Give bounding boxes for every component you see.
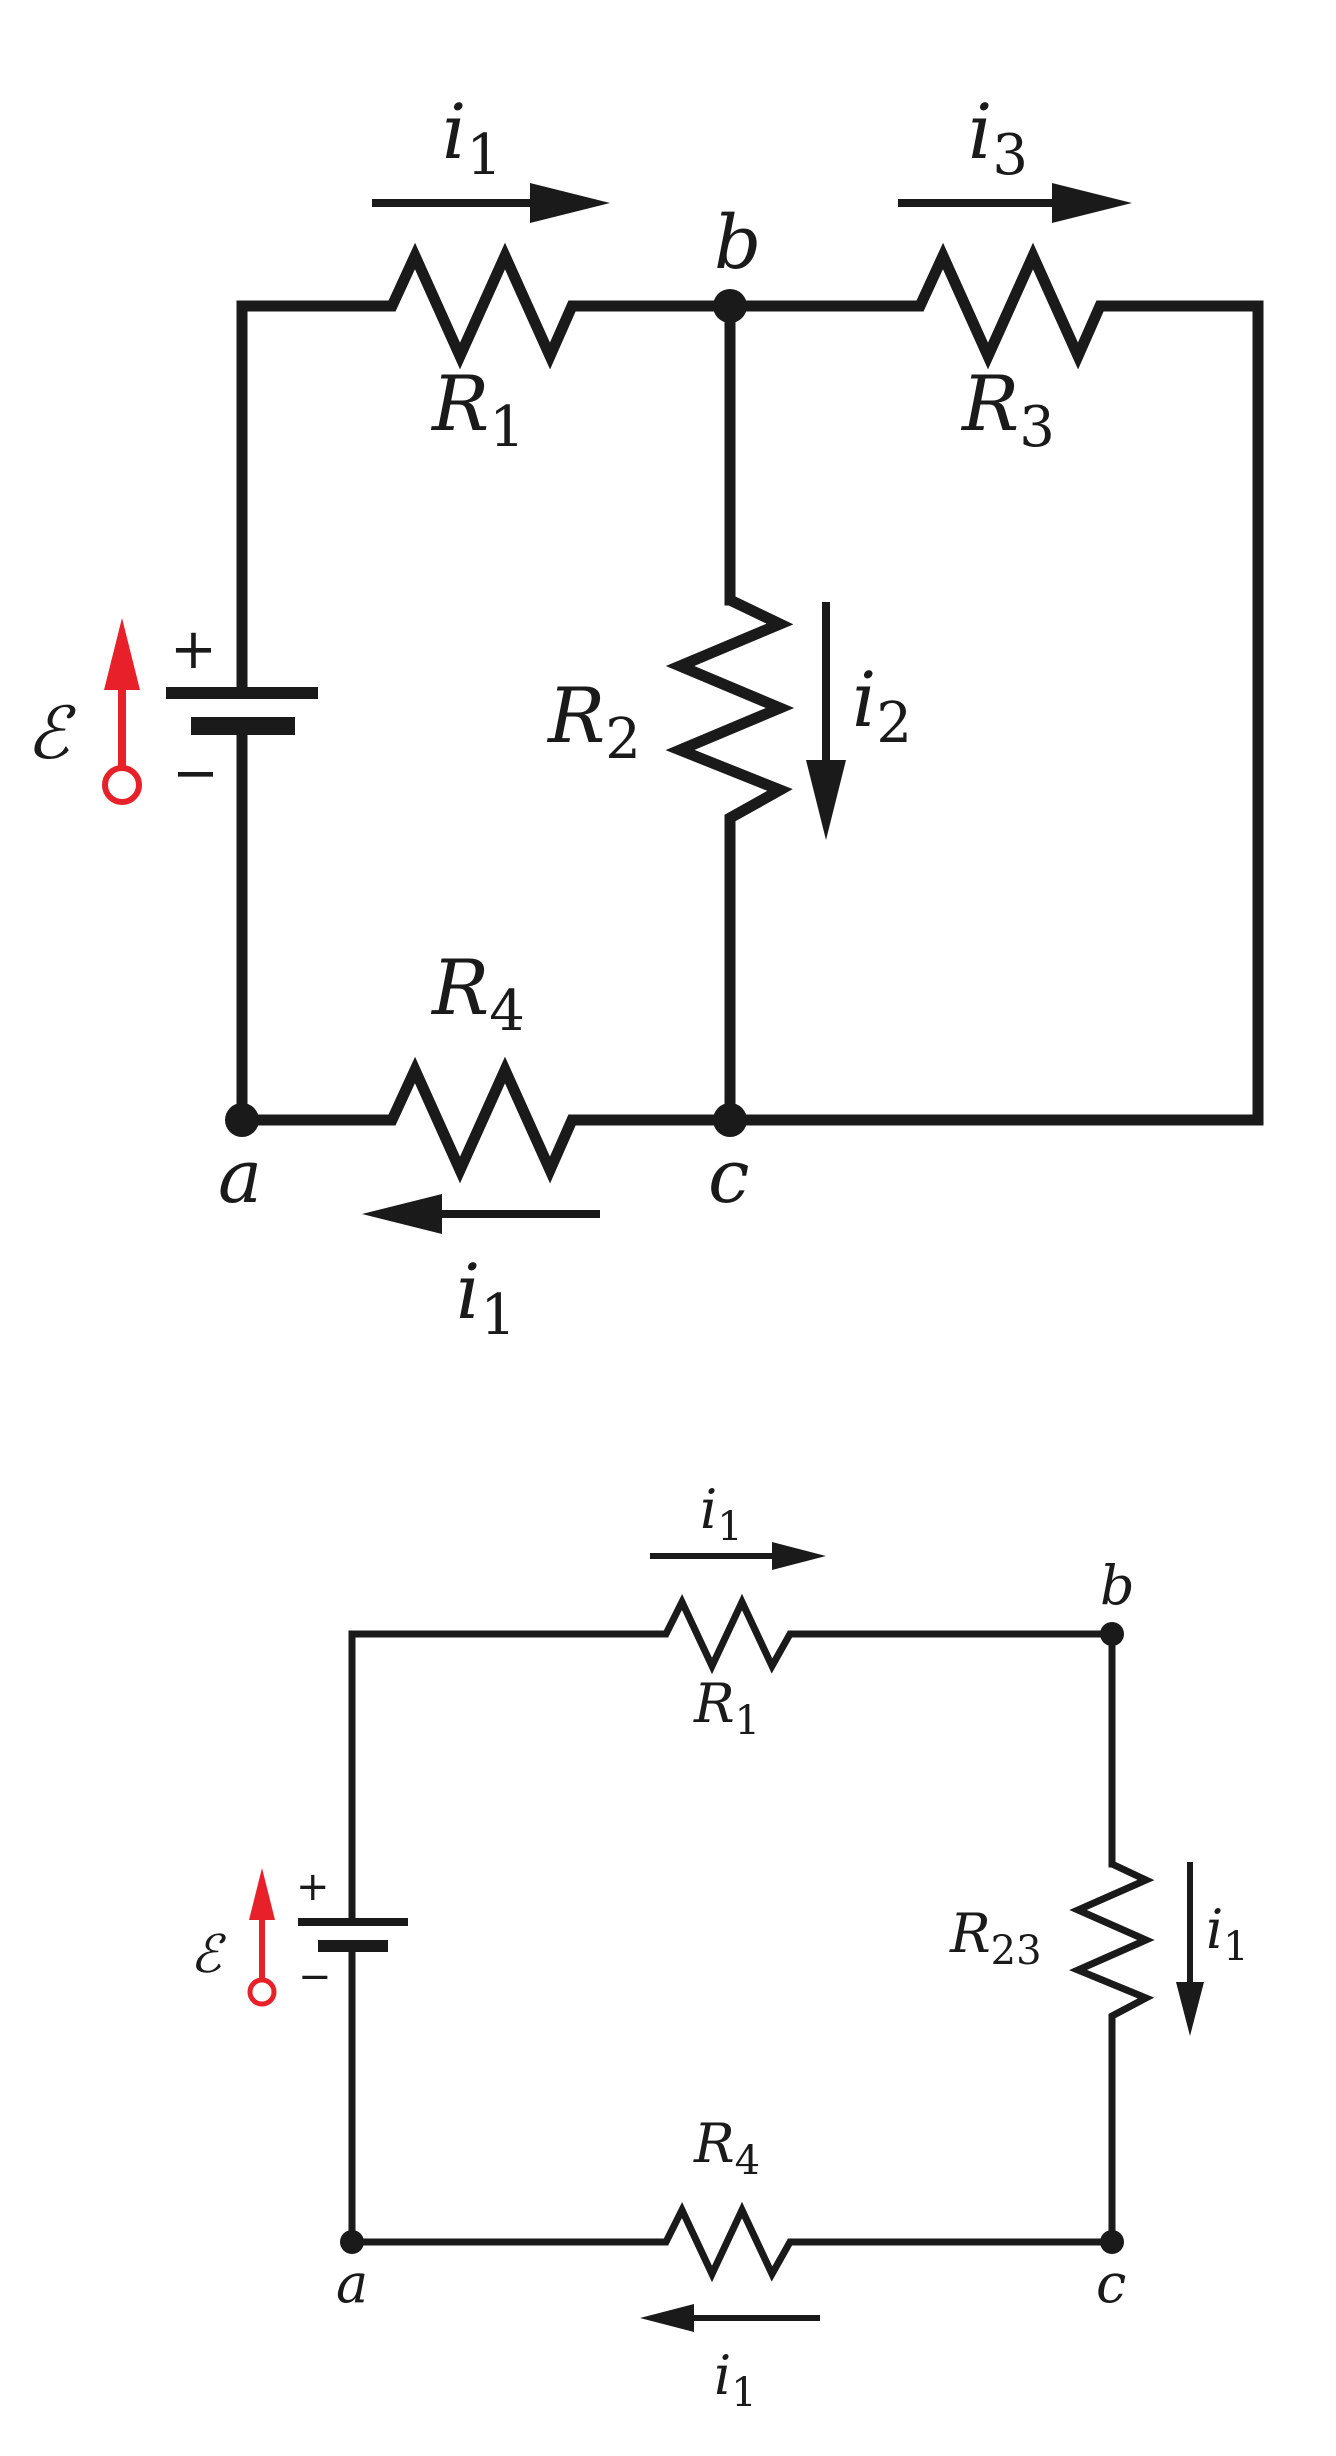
top-label-node-a: a bbox=[218, 1134, 262, 1220]
bottom-resistor-r23 bbox=[1069, 1860, 1155, 2026]
top-label-i1-top: i1 bbox=[442, 87, 502, 188]
bottom-label-node-a: a bbox=[336, 2252, 368, 2315]
bottom-resistor-r1 bbox=[652, 1593, 814, 1675]
bottom-node-c bbox=[1100, 2230, 1124, 2254]
top-label-minus: − bbox=[172, 741, 219, 806]
top-wire-r3-to-right bbox=[724, 300, 1264, 1126]
top-label-node-b: b bbox=[714, 200, 761, 286]
top-label-i2: i2 bbox=[852, 655, 912, 756]
top-label-r4: R4 bbox=[430, 943, 525, 1044]
top-label-emf: ℰ bbox=[26, 691, 76, 775]
top-label-i3: i3 bbox=[968, 87, 1028, 188]
top-circuit: R1 R3 R2 R4 i1 i3 i2 i1 a b c + − ℰ bbox=[26, 87, 1264, 1348]
top-label-r3: R3 bbox=[960, 359, 1055, 460]
bottom-resistor-r4 bbox=[652, 2201, 814, 2283]
top-arrow-i1-top-head bbox=[530, 183, 610, 223]
bottom-wire-left-lower bbox=[348, 1942, 656, 2246]
top-label-i1-bottom: i1 bbox=[456, 1247, 516, 1348]
top-resistor-r1 bbox=[372, 242, 592, 370]
top-label-r1: R1 bbox=[430, 359, 525, 460]
bottom-arrow-i1-right-head bbox=[1176, 1982, 1204, 2036]
bottom-label-i1-bottom: i1 bbox=[714, 2344, 757, 2416]
bottom-label-r4: R4 bbox=[693, 2112, 760, 2184]
bottom-label-plus: + bbox=[296, 1864, 330, 1910]
bottom-label-node-b: b bbox=[1100, 1554, 1135, 1617]
bottom-label-node-c: c bbox=[1096, 2252, 1126, 2315]
top-node-c bbox=[713, 1103, 747, 1137]
top-arrow-i2-head bbox=[806, 760, 846, 840]
top-arrow-i3-head bbox=[1052, 183, 1132, 223]
bottom-emf-arrow-head bbox=[249, 1868, 275, 1920]
top-wire-left-lower bbox=[236, 720, 378, 1126]
bottom-label-i1-right: i1 bbox=[1206, 1898, 1249, 1970]
top-label-plus: + bbox=[170, 617, 217, 682]
bottom-label-r23: R23 bbox=[949, 1902, 1042, 1974]
top-label-node-c: c bbox=[708, 1134, 749, 1220]
bottom-label-minus: − bbox=[298, 1954, 332, 2000]
bottom-wire-r1-to-b-to-r23 bbox=[810, 1630, 1116, 1868]
top-label-r2: R2 bbox=[546, 671, 641, 772]
bottom-label-i1-top: i1 bbox=[700, 1478, 743, 1550]
bottom-circuit: R1 R4 R23 i1 i1 i1 a b c + − ℰ bbox=[190, 1478, 1249, 2416]
bottom-wire-left-upper bbox=[348, 1630, 656, 1926]
bottom-emf-circle bbox=[247, 1977, 277, 2007]
bottom-wire-r23-to-c-to-r4 bbox=[810, 2022, 1116, 2246]
top-arrow-i1-bottom-head bbox=[362, 1194, 442, 1234]
top-emf-arrow-head bbox=[104, 618, 140, 690]
bottom-node-b bbox=[1100, 1622, 1124, 1646]
top-wire-left-upper bbox=[236, 300, 378, 699]
bottom-label-r1: R1 bbox=[693, 1672, 760, 1744]
top-node-b bbox=[713, 289, 747, 323]
top-emf-circle bbox=[102, 765, 142, 805]
top-resistor-r2 bbox=[665, 595, 795, 830]
bottom-arrow-i1-bottom-head bbox=[640, 2304, 694, 2332]
top-resistor-r4 bbox=[372, 1056, 592, 1184]
top-resistor-r3 bbox=[900, 242, 1122, 370]
bottom-arrow-i1-top-head bbox=[772, 1542, 826, 1570]
bottom-node-a bbox=[340, 2230, 364, 2254]
top-node-a bbox=[225, 1103, 259, 1137]
bottom-label-emf: ℰ bbox=[190, 1925, 226, 1985]
